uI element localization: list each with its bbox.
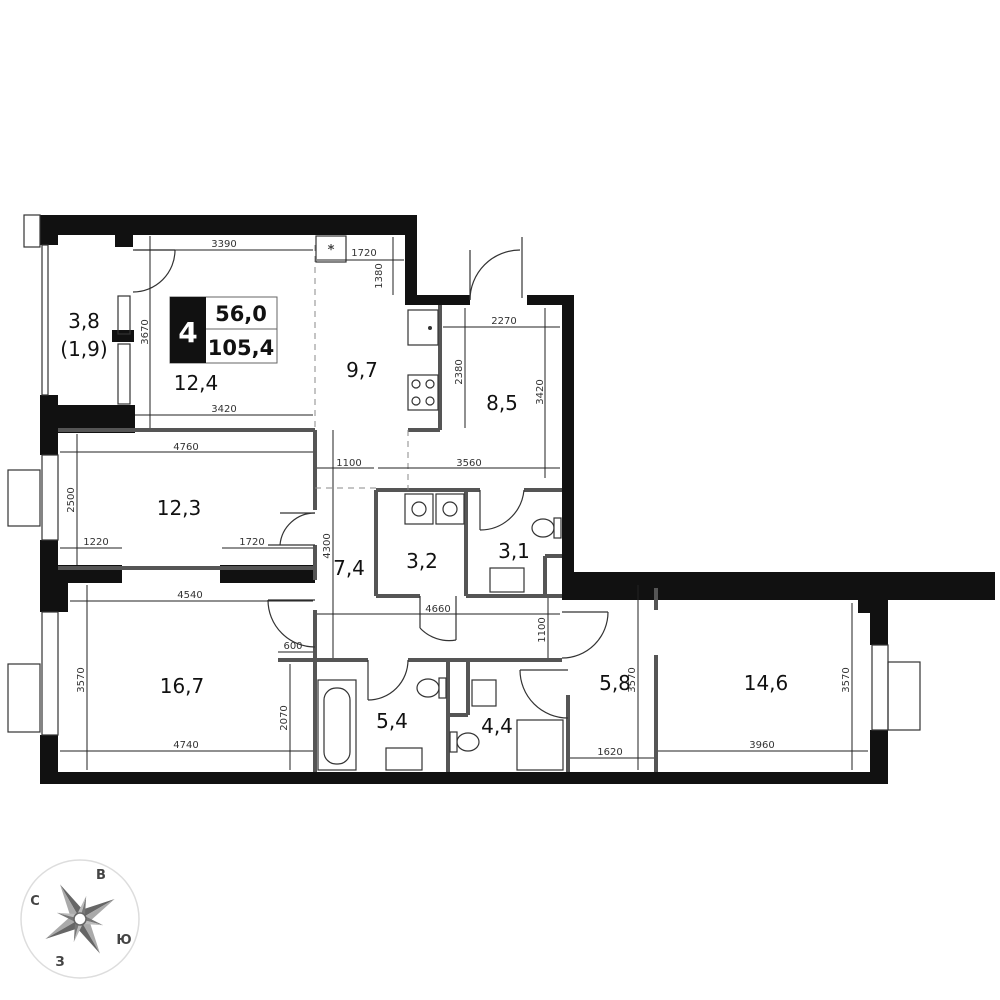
dim-1100-top: 1100	[336, 458, 361, 469]
washbasin	[489, 567, 525, 593]
dryer-drum-icon	[442, 501, 458, 517]
area-balcony: 3,8	[68, 309, 100, 333]
dim-4660: 4660	[425, 604, 450, 615]
burner-icon	[425, 379, 435, 389]
area-shower-room: 4,4	[481, 714, 513, 738]
compass-west-label: З	[55, 955, 64, 970]
area-bathroom: 5,4	[376, 709, 408, 733]
toilet-bowl	[456, 732, 480, 752]
dim-4540: 4540	[177, 590, 202, 601]
dim-3670: 3670	[140, 319, 151, 344]
dim-3570-bedroom-east: 3570	[841, 667, 852, 692]
compass-rose-icon	[45, 884, 115, 954]
dim-600: 600	[283, 641, 302, 652]
area-bedroom-small: 8,5	[486, 391, 518, 415]
compass-east-label: В	[96, 868, 106, 883]
dim-1720-bedroom: 1720	[239, 537, 264, 548]
dim-3570-bedroom-large: 3570	[76, 667, 87, 692]
compass-north-label: С	[30, 894, 40, 909]
partitions	[58, 245, 658, 772]
cooktop	[407, 374, 439, 411]
area-toilet: 3,1	[498, 539, 530, 563]
dim-4760: 4760	[173, 442, 198, 453]
dim-1620: 1620	[597, 747, 622, 758]
dim-3420-living: 3420	[211, 404, 236, 415]
dim-4740: 4740	[173, 740, 198, 751]
toilet-bowl	[531, 518, 555, 538]
dim-3960: 3960	[749, 740, 774, 751]
burner-icon	[425, 396, 435, 406]
area-bedroom-large: 16,7	[160, 674, 205, 698]
area-bedroom-east: 14,6	[744, 671, 789, 695]
bathtub-inner	[323, 687, 351, 765]
dim-1100-bottom: 1100	[537, 617, 548, 642]
dim-3570-hall: 3570	[627, 667, 638, 692]
toilet-bowl	[416, 678, 440, 698]
dryer	[435, 493, 465, 525]
windows	[7, 214, 921, 736]
burner-icon	[411, 379, 421, 389]
fixtures: *	[315, 235, 564, 771]
washbasin	[471, 679, 497, 707]
burner-icon	[411, 396, 421, 406]
toilet-tank	[449, 731, 458, 753]
compass: С В Ю З	[20, 859, 140, 979]
doors	[132, 237, 609, 719]
dim-2270: 2270	[491, 316, 516, 327]
area-storage: 3,2	[406, 549, 438, 573]
kitchen-tap-icon	[428, 326, 432, 330]
apartment-badge: 4 56,0 105,4	[169, 296, 278, 364]
kitchen-sink	[407, 309, 439, 346]
dim-2380: 2380	[454, 359, 465, 384]
dim-1380: 1380	[374, 263, 385, 288]
dim-3390: 3390	[211, 239, 236, 250]
dim-4300: 4300	[322, 533, 333, 558]
area-kitchen: 9,7	[346, 358, 378, 382]
area-bedroom-north: 12,3	[157, 496, 202, 520]
dim-2500: 2500	[66, 487, 77, 512]
dimension-lines	[60, 236, 868, 770]
fridge-symbol: *	[328, 243, 335, 258]
dimension-labels: 3390 1720 1380 3670 3420 2270 2380 3420 …	[66, 239, 852, 758]
shower-tray	[516, 719, 564, 771]
dim-1220: 1220	[83, 537, 108, 548]
compass-south-label: Ю	[116, 933, 131, 948]
badge-rooms-count: 4	[178, 316, 197, 349]
dim-3560: 3560	[456, 458, 481, 469]
badge-total-area: 105,4	[208, 336, 274, 360]
washbasin	[385, 747, 423, 771]
dim-1720-kitchen: 1720	[351, 248, 376, 259]
badge-living-area: 56,0	[215, 302, 267, 326]
area-corridor: 7,4	[333, 556, 365, 580]
washing-machine	[404, 493, 434, 525]
toilet-tank	[553, 517, 562, 539]
dim-3420-bedroom: 3420	[535, 379, 546, 404]
toilet-tank	[438, 677, 447, 699]
badge-rooms-block	[170, 297, 206, 363]
area-living-room: 12,4	[174, 371, 219, 395]
washer-drum-icon	[411, 501, 427, 517]
room-area-labels: 3,8 (1,9) 12,4 9,7 8,5 12,3 3,2 3,1 7,4 …	[60, 309, 788, 738]
area-hall: 5,8	[599, 671, 631, 695]
area-balcony-reduced: (1,9)	[60, 337, 107, 361]
fridge	[315, 235, 347, 263]
dim-2070: 2070	[279, 705, 290, 730]
